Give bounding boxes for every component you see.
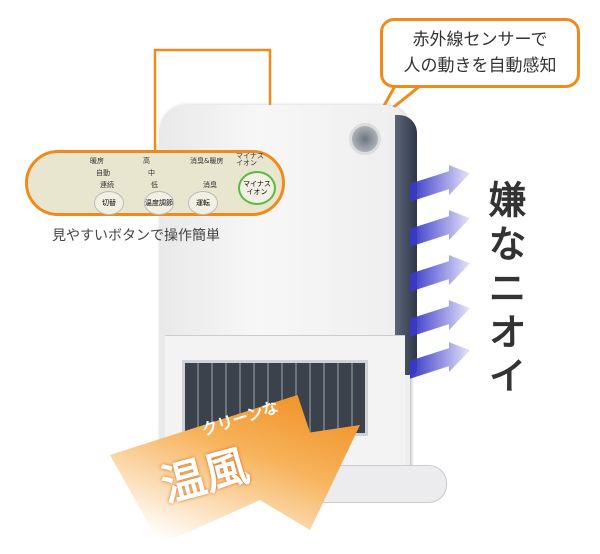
callout-line-1: 赤外線センサーで bbox=[412, 30, 548, 50]
switch-button[interactable]: 切替 bbox=[94, 191, 124, 215]
sensor-callout: 赤外線センサーで 人の動きを自動感知 bbox=[380, 18, 580, 88]
indicator-label: 低 bbox=[151, 181, 158, 189]
indicator-label: 中 bbox=[148, 169, 155, 177]
indicator-label: 自動 bbox=[96, 169, 110, 177]
odor-heading: 嫌なニオイ bbox=[482, 180, 526, 400]
control-panel: 暖房 自動 連続 高 中 低 消臭&暖房 消臭 マイナスイオン 切替 温度調節 … bbox=[25, 150, 285, 216]
indicator-label: 連続 bbox=[100, 181, 114, 189]
indicator-label: 暖房 bbox=[90, 157, 104, 165]
panel-caption: 見やすいボタンで操作簡単 bbox=[52, 228, 220, 244]
temperature-button[interactable]: 温度調節 bbox=[144, 191, 174, 215]
indicator-label: マイナスイオン bbox=[236, 152, 264, 167]
infrared-sensor bbox=[349, 123, 381, 155]
indicator-label: 消臭 bbox=[203, 181, 217, 189]
indicator-label: 消臭&暖房 bbox=[190, 157, 224, 165]
callout-line-2: 人の動きを自動感知 bbox=[403, 56, 557, 76]
minus-ion-button[interactable]: マイナスイオン bbox=[238, 171, 276, 205]
power-button[interactable]: 運転 bbox=[188, 191, 218, 215]
heater-side-panel bbox=[395, 115, 417, 375]
indicator-label: 高 bbox=[143, 157, 150, 165]
